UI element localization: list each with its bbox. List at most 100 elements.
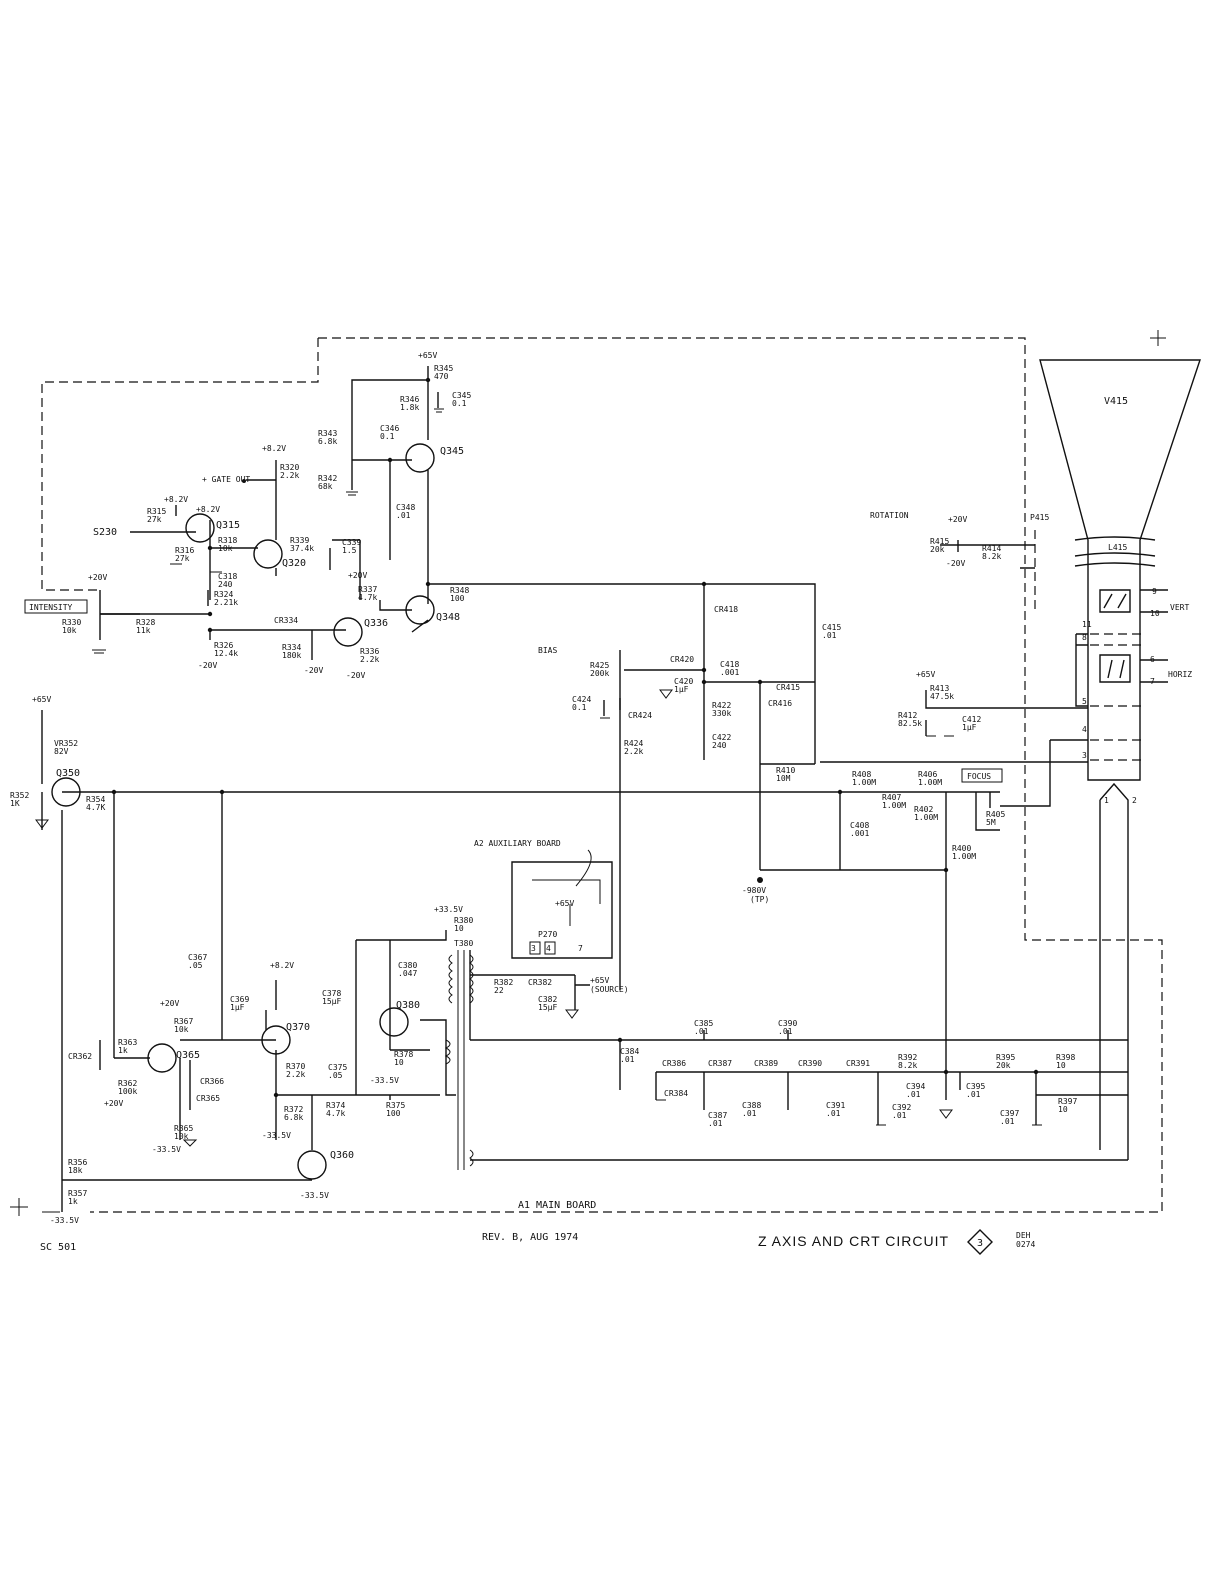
horiz-label: HORIZ bbox=[1168, 670, 1192, 679]
focus-label: FOCUS bbox=[967, 772, 991, 781]
c387-ref: C387 bbox=[708, 1111, 727, 1120]
r372-value: 6.8k bbox=[284, 1113, 303, 1122]
r374-value: 4.7k bbox=[326, 1109, 345, 1118]
cr389-ref: CR389 bbox=[754, 1059, 778, 1068]
svg-text:8: 8 bbox=[1082, 633, 1087, 642]
c408-value: .001 bbox=[850, 829, 869, 838]
r410-value: 10M bbox=[776, 774, 791, 783]
r408-value: 1.00M bbox=[852, 778, 876, 787]
r367-ref: R367 bbox=[174, 1017, 193, 1026]
r402-ref: R402 bbox=[914, 805, 933, 814]
r326-value: 12.4k bbox=[214, 649, 238, 658]
svg-text:+65V: +65V bbox=[32, 695, 51, 704]
svg-text:7: 7 bbox=[1150, 677, 1155, 686]
svg-text:+8.2V: +8.2V bbox=[270, 961, 294, 970]
c415-value: .01 bbox=[822, 631, 837, 640]
svg-text:6: 6 bbox=[1150, 655, 1155, 664]
c375-ref: C375 bbox=[328, 1063, 347, 1072]
svg-text:(SOURCE): (SOURCE) bbox=[590, 985, 629, 994]
r422-ref: R422 bbox=[712, 701, 731, 710]
transistor-labels: Q315 Q320 Q336 Q345 Q348 Q350 Q365 Q370 … bbox=[56, 446, 583, 1161]
cr384-ref: CR384 bbox=[664, 1089, 688, 1098]
r406-value: 1.00M bbox=[918, 778, 942, 787]
c380-ref: C380 bbox=[398, 961, 417, 970]
r324-ref: R324 bbox=[214, 590, 233, 599]
c422-value: 240 bbox=[712, 741, 727, 750]
svg-text:+8.2V: +8.2V bbox=[196, 505, 220, 514]
c388-value: .01 bbox=[742, 1109, 757, 1118]
c408-ref: C408 bbox=[850, 821, 869, 830]
svg-text:+65V: +65V bbox=[555, 899, 574, 908]
cr387-ref: CR387 bbox=[708, 1059, 732, 1068]
transformer bbox=[444, 950, 474, 1170]
r365-ref: R365 bbox=[174, 1124, 193, 1133]
registration-marks bbox=[10, 330, 1166, 1216]
r346-value: 1.8k bbox=[400, 403, 419, 412]
cr382-ref: CR382 bbox=[528, 978, 552, 987]
aux-board-label: A2 AUXILIARY BOARD bbox=[474, 839, 561, 848]
r318-value: 10k bbox=[218, 544, 233, 553]
r370-value: 2.2k bbox=[286, 1070, 305, 1079]
c394-value: .01 bbox=[906, 1090, 921, 1099]
coil-label: L415 bbox=[1108, 543, 1127, 552]
r352-value: 1K bbox=[10, 799, 20, 808]
svg-text:+33.5V: +33.5V bbox=[434, 905, 463, 914]
r357-ref: R357 bbox=[68, 1189, 87, 1198]
c418-value: .001 bbox=[720, 668, 739, 677]
c424-value: 0.1 bbox=[572, 703, 587, 712]
c397-ref: C397 bbox=[1000, 1109, 1019, 1118]
cr415-ref: CR415 bbox=[776, 683, 800, 692]
c395-value: .01 bbox=[966, 1090, 981, 1099]
c348-ref: C348 bbox=[396, 503, 415, 512]
r397-value: 10 bbox=[1058, 1105, 1068, 1114]
r330-ref: R330 bbox=[62, 618, 81, 627]
r372-ref: R372 bbox=[284, 1105, 303, 1114]
r356-ref: R356 bbox=[68, 1158, 87, 1167]
main-board-label: A1 MAIN BOARD bbox=[518, 1200, 596, 1211]
c412-value: 1µF bbox=[962, 723, 977, 732]
r337-value: 4.7k bbox=[358, 593, 377, 602]
c378-ref: C378 bbox=[322, 989, 341, 998]
c385-value: .01 bbox=[694, 1027, 709, 1036]
plug-label: P415 bbox=[1030, 513, 1049, 522]
r414-value: 8.2k bbox=[982, 552, 1001, 561]
crt-tube bbox=[820, 359, 1201, 1160]
svg-text:+8.2V: +8.2V bbox=[164, 495, 188, 504]
vr352-value: 82V bbox=[54, 747, 69, 756]
c346-value: 0.1 bbox=[380, 432, 395, 441]
vr352-ref: VR352 bbox=[54, 739, 78, 748]
svg-text:10: 10 bbox=[1150, 609, 1160, 618]
r362-ref: R362 bbox=[118, 1079, 137, 1088]
c390-value: .01 bbox=[778, 1027, 793, 1036]
model-label: SC 501 bbox=[40, 1242, 76, 1253]
r424-value: 2.2k bbox=[624, 747, 643, 756]
svg-text:+20V: +20V bbox=[88, 573, 107, 582]
r380-ref: R380 bbox=[454, 916, 473, 925]
r392-ref: R392 bbox=[898, 1053, 917, 1062]
focus-box bbox=[961, 768, 1003, 783]
wiring bbox=[41, 366, 1128, 1212]
r348-ref: R348 bbox=[450, 586, 469, 595]
r345-ref: R345 bbox=[434, 364, 453, 373]
r414-ref: R414 bbox=[982, 544, 1001, 553]
svg-text:+8.2V: +8.2V bbox=[262, 444, 286, 453]
cr420-ref: CR420 bbox=[670, 655, 694, 664]
r357-value: 1k bbox=[68, 1197, 78, 1206]
c418-ref: C418 bbox=[720, 660, 739, 669]
q348-label: Q348 bbox=[436, 612, 460, 623]
c387-value: .01 bbox=[708, 1119, 723, 1128]
c345-ref: C345 bbox=[452, 391, 471, 400]
cr386-ref: CR386 bbox=[662, 1059, 686, 1068]
r375-value: 100 bbox=[386, 1109, 401, 1118]
r336-value: 2.2k bbox=[360, 655, 379, 664]
r346-ref: R346 bbox=[400, 395, 419, 404]
junctions bbox=[111, 377, 1039, 1098]
cr424-ref: CR424 bbox=[628, 711, 652, 720]
intensity-label: INTENSITY bbox=[29, 603, 73, 612]
r356-value: 18k bbox=[68, 1166, 83, 1175]
diagram-number: 3 bbox=[977, 1238, 983, 1249]
svg-text:4: 4 bbox=[1082, 725, 1087, 734]
r362-value: 100k bbox=[118, 1087, 137, 1096]
svg-text:+65V: +65V bbox=[418, 351, 437, 360]
